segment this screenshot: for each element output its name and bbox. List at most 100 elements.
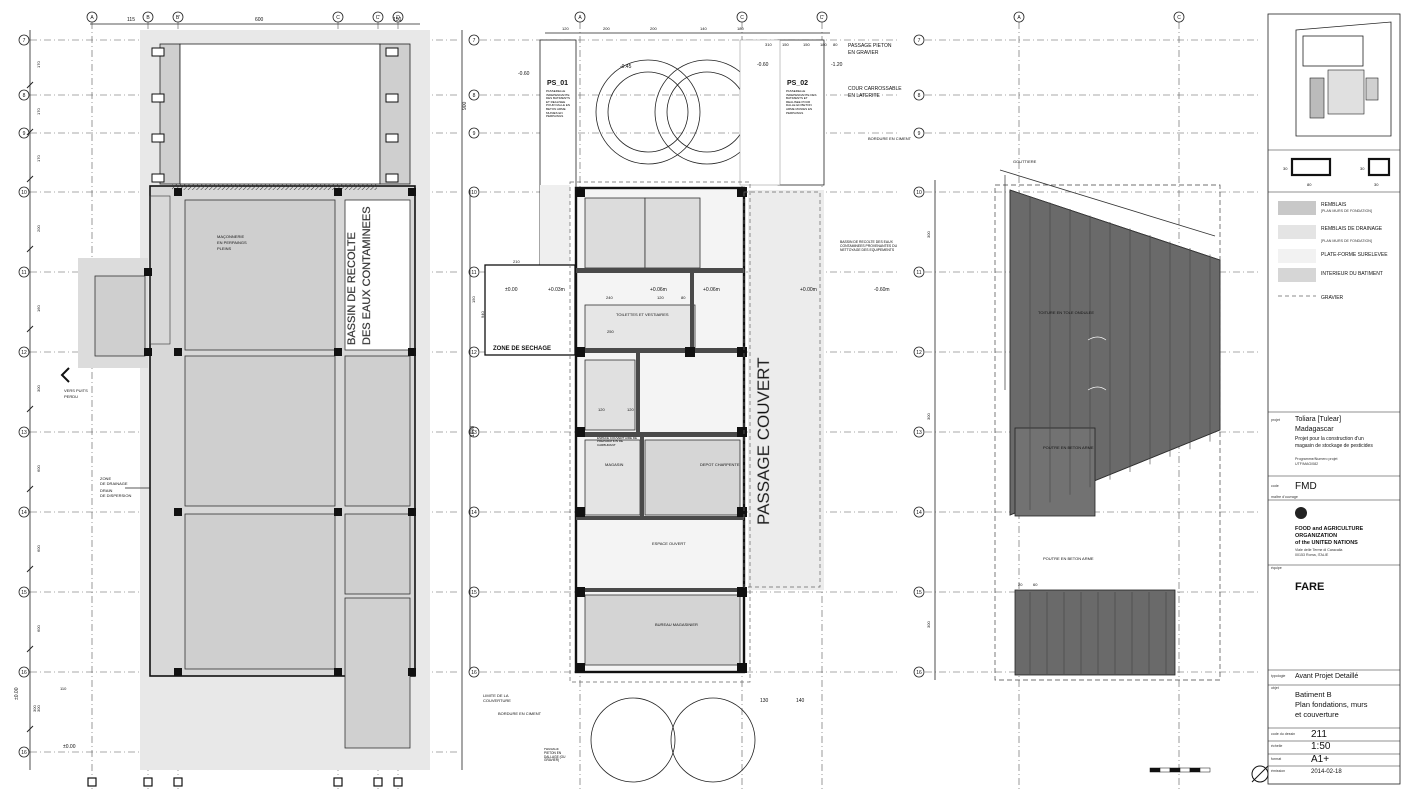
objet-line-2: Plan fondations, murs (1295, 700, 1368, 709)
bureau-room (584, 594, 741, 666)
tree-2-inner (666, 71, 748, 153)
wing-post (385, 93, 399, 103)
ps02-strip (777, 39, 825, 186)
format-value: A1+ (1311, 754, 1329, 765)
ps01-note-box: PASSERELLE INDEPENDANTE DES BATIMENTS ET… (546, 90, 570, 118)
grid-bubble (18, 266, 30, 278)
floor-post (575, 663, 585, 673)
foundation-post (174, 668, 182, 676)
fao-line-2: ORGANIZATION (1295, 533, 1337, 539)
room-dim-1: 240 (606, 295, 613, 300)
drain-bay (94, 275, 146, 357)
bassin-label-1: BASSIN DE RECOLTE (346, 232, 358, 345)
grid-bubble (18, 346, 30, 358)
grid-bubble (18, 506, 30, 518)
grid-bubble (18, 89, 30, 101)
pillar-1-dim-b: 30 (1283, 166, 1288, 171)
passage-pieton-1: PASSAGE PIETON (848, 43, 892, 49)
poutre-label-1: POUTRE EN BETON ARME (1043, 445, 1094, 450)
grid-bubble-label: 16 (471, 670, 477, 676)
left-top-dim-2: 600 (255, 17, 264, 23)
grid-bubble (468, 89, 480, 101)
grid-bubble (468, 34, 480, 46)
mid-top-dim: 200 (650, 26, 657, 31)
scale-bar-segment (1179, 767, 1191, 773)
bordure-label: BORDURE EN CIMENT (868, 136, 912, 141)
grid-bubble-label: 8 (23, 93, 26, 99)
elev-6: +0.03m (548, 287, 565, 293)
pleins-label: PLEINS (217, 246, 232, 251)
foundation-post (334, 508, 342, 516)
grid-bubble (913, 89, 925, 101)
left-side-dim: 300 (36, 385, 41, 392)
wing-post (151, 173, 165, 183)
left-side-dim: 600 (36, 625, 41, 632)
title-block-dividers (1268, 149, 1400, 767)
wc-block-1 (584, 197, 646, 269)
dim-tick (26, 485, 34, 493)
foundation-post (334, 188, 342, 196)
grid-bubble-label: B (146, 15, 150, 21)
grid-bubble-label: 14 (21, 510, 27, 516)
roof-ribs (1029, 196, 1211, 674)
hatched-beam (172, 184, 377, 190)
puits-label-1: VERS PUITS (64, 388, 88, 393)
objet-line-1: Batiment B (1295, 690, 1332, 699)
foundation-posts (144, 47, 416, 676)
cour-label-2: EN LATERITE (848, 93, 881, 99)
left-top-dim-3: 150 (393, 17, 402, 23)
grid-bubble (468, 266, 480, 278)
left-top-dim-1: 115 (127, 17, 135, 23)
depot-label: DEPOT CHARPENTE (700, 462, 740, 467)
wall-v-3 (690, 273, 694, 351)
floor-post (737, 187, 747, 197)
grid-bubble (913, 426, 925, 438)
elev-3: -0.60 (757, 62, 769, 68)
elev-2: -0.45 (620, 64, 632, 70)
elev-7: +0.06m (650, 287, 667, 293)
pillar-section-2 (1367, 157, 1391, 177)
legend-title-5: GRAVIER (1321, 295, 1344, 301)
key-plan-bldg-c (1365, 77, 1379, 101)
grid-bubble-label: 10 (21, 190, 27, 196)
foundation-post (144, 268, 152, 276)
emission-value: 2014-02-18 (1311, 769, 1342, 775)
foundation-post (408, 188, 416, 196)
bay-3 (184, 513, 336, 670)
left-right-dim: 900 (462, 101, 468, 110)
bay-4 (344, 597, 411, 749)
wall-band-3 (576, 432, 744, 437)
dim-tick (26, 128, 34, 136)
bottom-dim-1: 110 (60, 686, 67, 691)
legend-swatch-interieur (1278, 268, 1316, 282)
footing-pad (143, 777, 153, 787)
grid-bubble-label: 12 (471, 350, 477, 356)
floor-post (575, 587, 585, 597)
roof-beam-block (1014, 427, 1096, 517)
grid-bubble-label: 8 (473, 93, 476, 99)
couvert-outline (743, 191, 821, 588)
grid-bubble-label: 15 (916, 590, 922, 596)
dim-tick (26, 565, 34, 573)
foundation-post (174, 508, 182, 516)
room-dim-3: 80 (681, 295, 686, 300)
foundation-post (174, 188, 182, 196)
roof-dim-1: 300 (926, 231, 931, 238)
floor-post (575, 507, 585, 517)
emission-label: émission (1271, 769, 1285, 773)
fare-label: FARE (1295, 581, 1324, 593)
grid-bubble-label: 16 (916, 670, 922, 676)
wing-post (151, 47, 165, 57)
grid-bubble (332, 11, 344, 23)
grid-bubble (468, 346, 480, 358)
left-side-dim: 600 (36, 465, 41, 472)
bureau-label: BUREAU MAGASINIER (655, 622, 698, 627)
grid-bubble (172, 11, 184, 23)
footing-pad (87, 777, 97, 787)
grid-bubble-label: 9 (918, 131, 921, 137)
ps02-label: PS_02 (787, 80, 808, 87)
grid-bubble (142, 11, 154, 23)
dim-150: 150 (471, 296, 476, 303)
left-side-dim: 300 (36, 705, 41, 712)
